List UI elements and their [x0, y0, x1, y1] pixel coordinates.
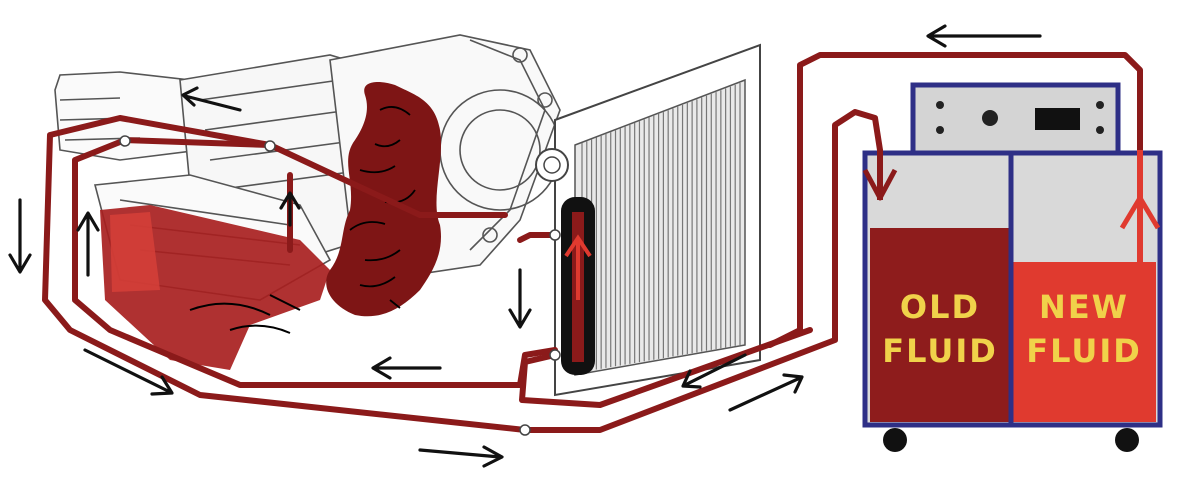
torque-converter-swirl-arrows — [349, 106, 416, 309]
new-fluid-label-line1: NEW — [1039, 288, 1129, 326]
arrow-left-up — [76, 211, 100, 277]
arrow-lower-right-right — [728, 373, 804, 412]
old-fluid-inlet-arrow — [862, 168, 898, 201]
machine-wheel-right — [1115, 428, 1139, 452]
new-fluid-tank — [1012, 262, 1156, 422]
fluid-exchange-machine: OLD FLUID NEW FLUID — [862, 82, 1163, 452]
panel-display — [1035, 108, 1080, 130]
arrow-left-down — [8, 198, 32, 274]
transmission-pan-highlight — [110, 212, 160, 292]
arrow-return-left — [371, 356, 442, 380]
new-fluid-outlet-arrow — [1119, 195, 1161, 230]
arrow-transmission-up — [279, 191, 301, 227]
radiator — [535, 43, 761, 397]
panel-knob-right — [1096, 101, 1104, 109]
panel-knob-left — [936, 101, 944, 109]
pan-swirl-arrows — [189, 294, 301, 334]
arrow-bottom-middle — [418, 445, 504, 468]
arrow-radiator-down — [508, 268, 532, 329]
machine-control-panel — [910, 82, 1121, 156]
radiator-up-arrow — [564, 234, 592, 300]
panel-knob-left-lower — [936, 126, 944, 134]
panel-dial — [982, 110, 998, 126]
arrow-top-right — [926, 24, 1042, 48]
flow-arrows — [8, 24, 1042, 468]
old-fluid-tank — [870, 228, 1010, 422]
old-fluid-label-line2: FLUID — [882, 332, 998, 370]
line-fittings — [119, 135, 561, 436]
arrow-bottom-left — [83, 348, 174, 396]
arrow-transmission-top — [181, 86, 242, 112]
arrow-lower-right-left — [681, 353, 747, 389]
transmission-pan-fluid — [100, 205, 330, 370]
new-fluid-label-line2: FLUID — [1026, 332, 1142, 370]
old-fluid-label-line1: OLD — [900, 288, 980, 326]
machine-wheel-left — [883, 428, 907, 452]
panel-knob-right-lower — [1096, 126, 1104, 134]
